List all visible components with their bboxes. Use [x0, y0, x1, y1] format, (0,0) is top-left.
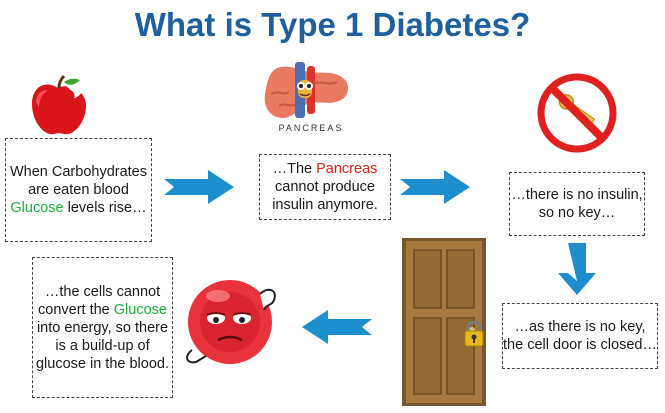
arrow-right-1 — [164, 170, 234, 204]
padlock-icon — [464, 320, 484, 347]
step-2-text-pre: …The — [272, 161, 317, 177]
step-1-glucose: Glucose — [10, 200, 64, 216]
apple-icon — [32, 74, 86, 135]
step-5-text-post: into energy, so there is a build-up of g… — [35, 319, 169, 372]
step-1-box: When Carbohydrates are eaten blood Gluco… — [5, 138, 152, 242]
step-5-text-pre: …the cells cannot convert the — [38, 283, 161, 318]
sick-blood-cell-icon — [186, 280, 276, 364]
step-5-box: …the cells cannot convert the Glucose in… — [32, 257, 173, 398]
step-3-box: …there is no insulin, so no key… — [509, 172, 645, 236]
step-4-box: …as there is no key, the cell door is cl… — [502, 303, 658, 369]
step-1-text-pre: When Carbohydrates are eaten blood — [9, 164, 147, 198]
arrow-down — [558, 243, 596, 295]
arrow-left — [302, 310, 372, 344]
step-5-glucose: Glucose — [113, 301, 167, 318]
step-4-text: …as there is no key, the cell door is cl… — [503, 319, 657, 353]
pancreas-icon — [264, 62, 349, 118]
page-title: What is Type 1 Diabetes? — [134, 6, 531, 43]
step-1-text-post: levels rise… — [63, 200, 147, 216]
step-2-text-post: cannot produce insulin anymore. — [272, 179, 378, 213]
step-3-text: …there is no insulin, so no key… — [511, 187, 643, 221]
step-2-box: …The Pancreas cannot produce insulin any… — [259, 154, 391, 220]
no-key-icon — [537, 73, 617, 153]
step-2-pancreas: Pancreas — [316, 161, 378, 177]
pancreas-label: PANCREAS — [278, 123, 344, 133]
arrow-right-2 — [400, 170, 470, 204]
